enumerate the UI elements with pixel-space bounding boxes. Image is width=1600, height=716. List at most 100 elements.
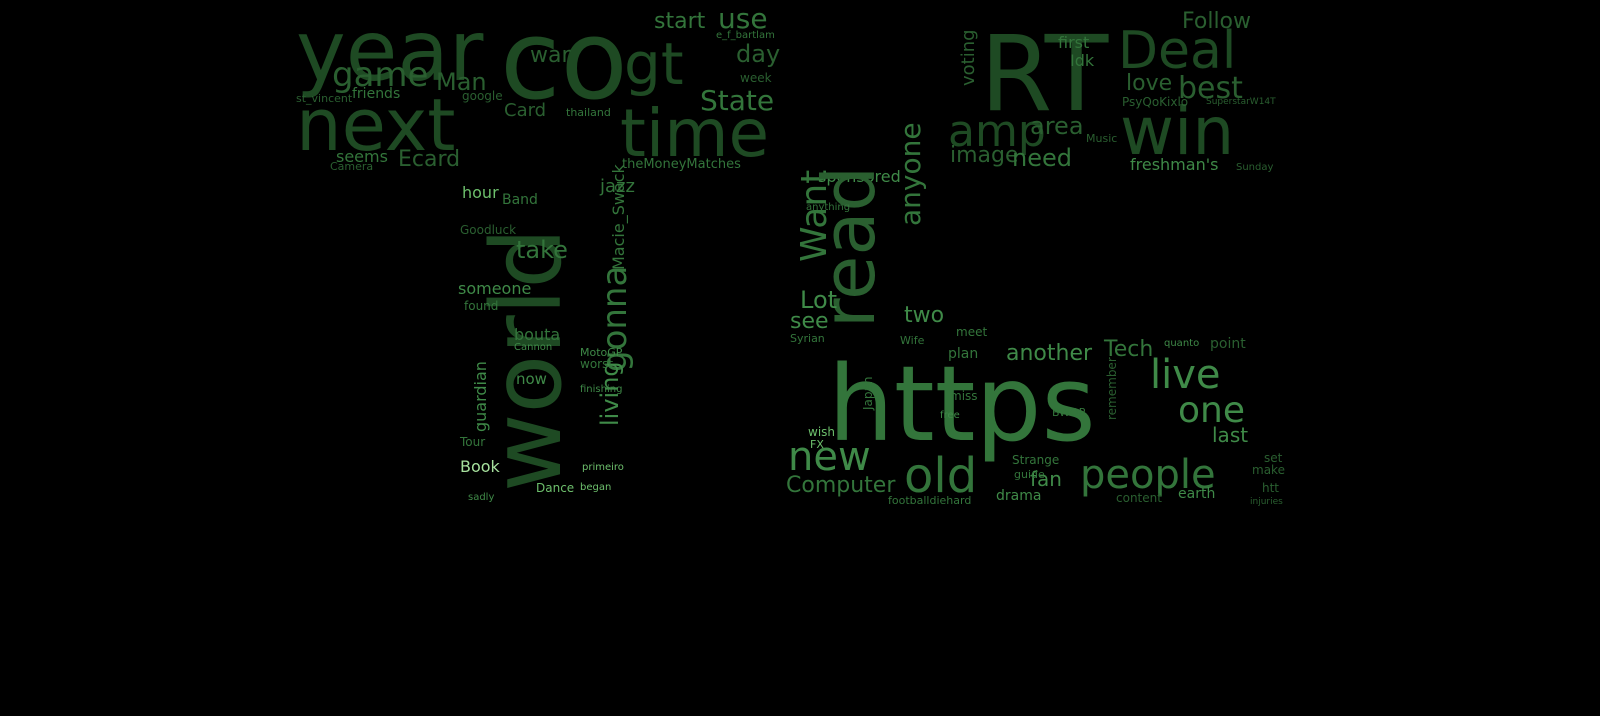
cloud-word-injuries: injuries [1250,497,1283,507]
cloud-word-meet: meet [956,325,987,339]
cloud-word-point: point [1210,336,1246,352]
cloud-word-cannon: Cannon [514,342,552,353]
cloud-word-worst: worst [580,357,613,371]
cloud-word-lot: Lot [800,286,837,314]
cloud-word-book: Book [460,457,501,476]
cloud-word-new: new [788,434,871,480]
cloud-word-music: Music [1086,132,1117,145]
cloud-word-goodluck: Goodluck [460,223,516,237]
cloud-word-game: game [332,55,428,95]
cloud-word-amp: amp [948,106,1046,157]
cloud-word-old: old [904,448,977,504]
cloud-word-best: best [1178,71,1243,106]
cloud-word-jazz: jazz [599,176,635,197]
cloud-word-read: read [807,166,891,328]
cloud-word-follow: Follow [1182,9,1251,34]
cloud-word-content: content [1116,491,1162,505]
cloud-word-one: one [1178,390,1245,431]
cloud-word-sponsored: sponsored [818,167,901,186]
cloud-word-earth: earth [1178,486,1215,502]
cloud-word-camera: Camera [330,160,373,173]
cloud-word-two: two [904,303,944,328]
cloud-word-want: Want [794,170,835,262]
cloud-word-fan: fan [1030,467,1062,491]
cloud-word-take: take [516,236,568,264]
cloud-word-macie-swack: Macie_Swack [609,163,629,270]
cloud-word-set: set [1264,451,1283,465]
cloud-word-wish: wish [808,425,835,439]
cloud-word-free: free [940,410,960,421]
cloud-word-co: co [500,0,628,124]
cloud-word-psyqokixlo: PsyQoKixlo [1122,95,1188,109]
cloud-word-bouta: bouta [514,325,560,344]
cloud-word-found: found [464,299,498,313]
cloud-word-st-vincent: st_vincent [296,92,353,105]
cloud-word-miss: miss [950,389,978,403]
cloud-word-thailand: thailand [566,106,611,119]
cloud-word-someone: someone [458,279,531,298]
cloud-word-war: war [530,43,571,68]
cloud-word-ecard: Ecard [398,147,460,172]
cloud-word-themoneymatches: theMoneyMatches [622,157,741,172]
cloud-word-dance: Dance [536,481,574,495]
cloud-word-strange: Strange [1012,453,1059,467]
cloud-word-footballdiehard: footballdiehard [888,494,971,507]
cloud-word-another: another [1006,341,1093,366]
cloud-word-superstarw14t: SuperstarW14T [1206,97,1276,107]
cloud-word-gonna: gonna [595,266,635,372]
cloud-word-began: began [580,482,611,493]
cloud-word-sunday: Sunday [1236,162,1273,173]
cloud-word-deal: Deal [1118,21,1236,81]
cloud-word-motogp: MotoGP [580,346,623,359]
cloud-word-hour: hour [462,183,499,202]
cloud-word-primeiro: primeiro [582,462,624,473]
cloud-word-sadly: sadly [468,492,494,503]
cloud-word-remember: remember [1105,357,1119,420]
cloud-word-computer: Computer [786,473,896,498]
cloud-word-anything: anything [806,202,850,213]
cloud-word-seems: seems [336,147,388,166]
cloud-word-first: first [1058,33,1089,52]
cloud-word-card: Card [504,100,546,121]
cloud-word-live: live [1150,352,1221,398]
cloud-word-tour: Tour [459,435,485,449]
cloud-word-guardian: guardian [471,361,490,432]
cloud-word-rt: RT [980,13,1109,135]
cloud-word-quanto: quanto [1164,338,1199,349]
cloud-word-wife: Wife [900,334,925,347]
cloud-word-e-f-bartlam: e_f_bartlam [716,30,775,41]
cloud-word-drama: drama [996,488,1041,504]
cloud-word-friends: friends [352,86,400,102]
cloud-word-people: people [1080,452,1216,498]
cloud-word-htt: htt [1262,481,1279,495]
cloud-word-https: https [828,343,1096,465]
cloud-word-man: Man [436,68,487,96]
cloud-word-last: last [1212,423,1248,447]
cloud-word-finishing: finishing [580,384,622,395]
cloud-word-tech: Tech [1103,337,1153,362]
cloud-word-image: image [950,143,1019,168]
cloud-word-japan: Japan [861,377,875,411]
cloud-word-band: Band [502,192,538,208]
cloud-word-day: day [736,40,780,68]
cloud-word-next: next [296,83,456,167]
cloud-word-time: time [620,95,769,172]
cloud-word-bwop: BWOP [1052,406,1086,419]
cloud-word-gt: gt [624,30,684,98]
cloud-word-year: year [296,2,484,100]
cloud-word-win: win [1120,93,1234,170]
cloud-word-week: week [740,71,772,85]
cloud-word-area: area [1030,112,1084,140]
cloud-word-love: love [1126,71,1172,96]
cloud-word-need: need [1012,144,1072,172]
cloud-word-freshman-s: freshman's [1130,155,1218,174]
cloud-word-plan: plan [948,346,978,362]
cloud-word-fx: FX [810,438,824,451]
cloud-word-make: make [1252,463,1285,477]
cloud-word-world: world [471,228,583,492]
cloud-word-syrian: Syrian [790,332,825,345]
cloud-word-state: State [700,84,774,117]
cloud-word-voting: voting [958,29,979,86]
cloud-word-idk: Idk [1070,51,1095,70]
